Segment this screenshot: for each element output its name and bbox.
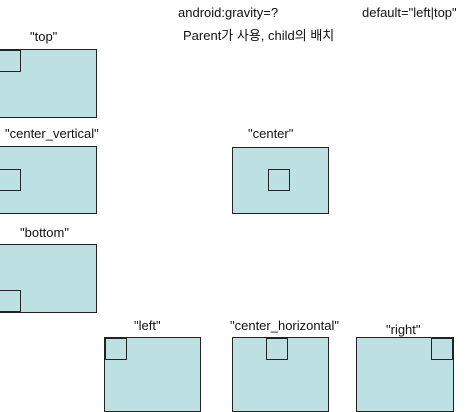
label-left: "left" [134, 318, 161, 333]
label-center: "center" [248, 126, 294, 141]
parent-box-left [104, 337, 201, 412]
child-box-center [268, 169, 290, 191]
parent-box-right [356, 337, 454, 412]
parent-box-top [0, 49, 97, 118]
parent-box-center-horizontal [232, 337, 329, 412]
parent-box-center-vertical [0, 146, 97, 214]
label-center-vertical: "center_vertical" [5, 126, 99, 141]
child-box-left [105, 338, 127, 360]
label-top: "top" [30, 29, 58, 44]
label-bottom: "bottom" [20, 225, 69, 240]
child-box-top [0, 50, 21, 72]
child-box-center-vertical [0, 169, 21, 191]
parent-box-bottom [0, 244, 97, 313]
child-box-right [431, 338, 453, 360]
label-center-horizontal: "center_horizontal" [230, 318, 339, 333]
label-right: "right" [386, 322, 421, 337]
diagram-title: android:gravity=? [178, 5, 279, 20]
parent-box-center [232, 147, 329, 214]
diagram-subtitle: Parent가 사용, child의 배치 [183, 28, 335, 43]
child-box-center-horizontal [266, 338, 288, 360]
default-note: default="left|top" [362, 5, 457, 20]
child-box-bottom [0, 290, 21, 312]
